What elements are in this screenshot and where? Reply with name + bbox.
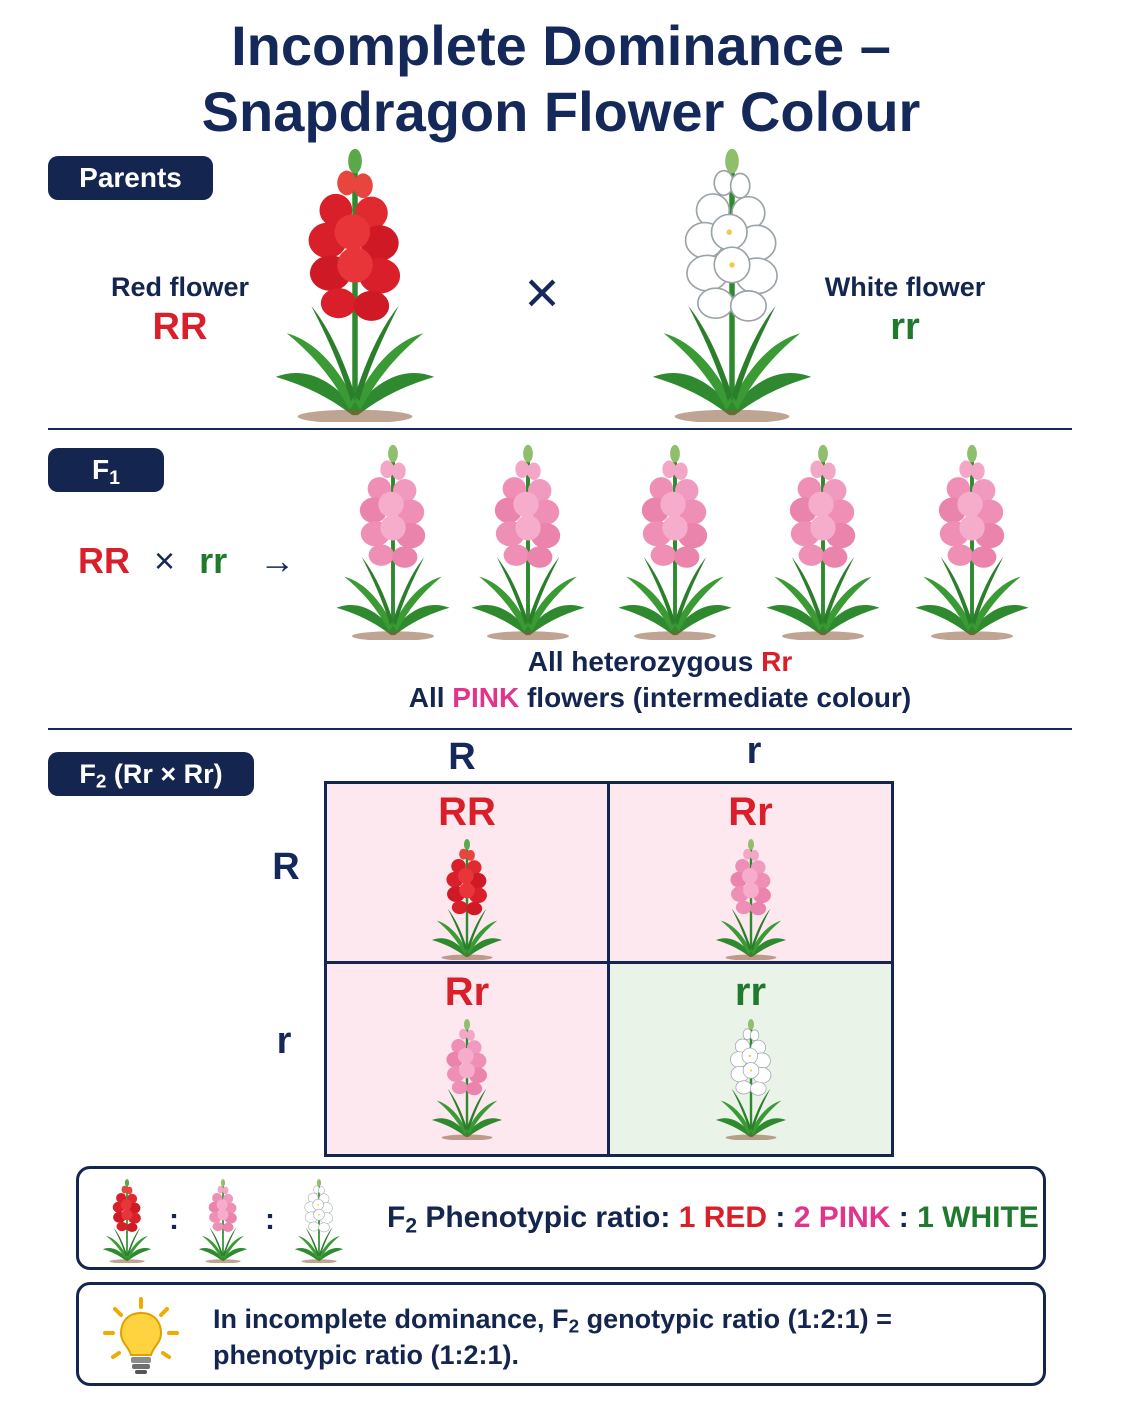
red-snapdragon-icon xyxy=(265,142,445,422)
ratio-colon: : xyxy=(265,1203,275,1236)
pink-snapdragon-icon xyxy=(425,1016,509,1140)
punnett-row-header-R: R xyxy=(272,846,300,888)
parents-pill: Parents xyxy=(48,156,213,200)
white-snapdragon-icon xyxy=(291,1177,347,1263)
white-snapdragon-icon xyxy=(709,1016,793,1140)
f1-result-line2: All PINK flowers (intermediate colour) xyxy=(408,682,912,713)
punnett-cell-rr: rr xyxy=(610,964,891,1154)
punnett-cell-RR: RR xyxy=(327,784,610,964)
section-divider-1 xyxy=(48,428,1072,430)
f1-result-line1: All heterozygous Rr xyxy=(527,646,793,677)
punnett-cell-Rr-top: Rr xyxy=(610,784,891,964)
punnett-col-header-R: R xyxy=(448,736,476,778)
pink-snapdragon-icon xyxy=(333,440,453,640)
f1-pill: F1 xyxy=(48,448,164,492)
red-parent-label: Red flower xyxy=(110,272,250,302)
info-tip-box: In incomplete dominance, F2 genotypic ra… xyxy=(76,1282,1046,1386)
cell-genotype: rr xyxy=(734,970,767,1014)
cross-symbol: × xyxy=(524,259,560,326)
cell-genotype: RR xyxy=(438,790,496,834)
pink-snapdragon-icon xyxy=(195,1177,251,1263)
cell-genotype: Rr xyxy=(728,790,773,834)
red-parent-genotype: RR xyxy=(152,306,208,348)
punnett-row-header-r: r xyxy=(276,1020,292,1062)
white-snapdragon-icon xyxy=(642,142,822,422)
pink-snapdragon-icon xyxy=(709,836,793,960)
pink-snapdragon-icon xyxy=(615,440,735,640)
punnett-square: RR Rr Rr rr xyxy=(324,781,894,1157)
ratio-colon: : xyxy=(169,1203,179,1236)
section-divider-2 xyxy=(48,728,1072,730)
pink-snapdragon-icon xyxy=(468,440,588,640)
tip-line2: phenotypic ratio (1:2:1). xyxy=(213,1340,520,1370)
tip-line1: In incomplete dominance, F2 genotypic ra… xyxy=(213,1304,892,1338)
pink-snapdragon-icon xyxy=(763,440,883,640)
punnett-cell-Rr-bottom: Rr xyxy=(327,964,610,1154)
white-parent-genotype: rr xyxy=(890,306,920,348)
lightbulb-icon xyxy=(103,1297,179,1374)
page-title-line2: Snapdragon Flower Colour xyxy=(201,80,921,143)
red-snapdragon-icon xyxy=(425,836,509,960)
f1-cross: RR × rr → xyxy=(78,540,296,581)
cell-genotype: Rr xyxy=(444,970,490,1014)
page-title-line1: Incomplete Dominance – xyxy=(231,14,891,77)
pink-snapdragon-icon xyxy=(912,440,1032,640)
red-snapdragon-icon xyxy=(99,1177,155,1263)
phenotypic-ratio-text: F2 Phenotypic ratio: 1 RED : 2 PINK : 1 … xyxy=(387,1201,1039,1238)
phenotypic-ratio-box: : : F2 Phenotypic ratio: 1 RED : 2 PINK … xyxy=(76,1166,1046,1270)
f2-pill: F2 (Rr × Rr) xyxy=(48,752,254,796)
white-parent-label: White flower xyxy=(824,272,986,302)
punnett-col-header-r: r xyxy=(746,730,762,772)
